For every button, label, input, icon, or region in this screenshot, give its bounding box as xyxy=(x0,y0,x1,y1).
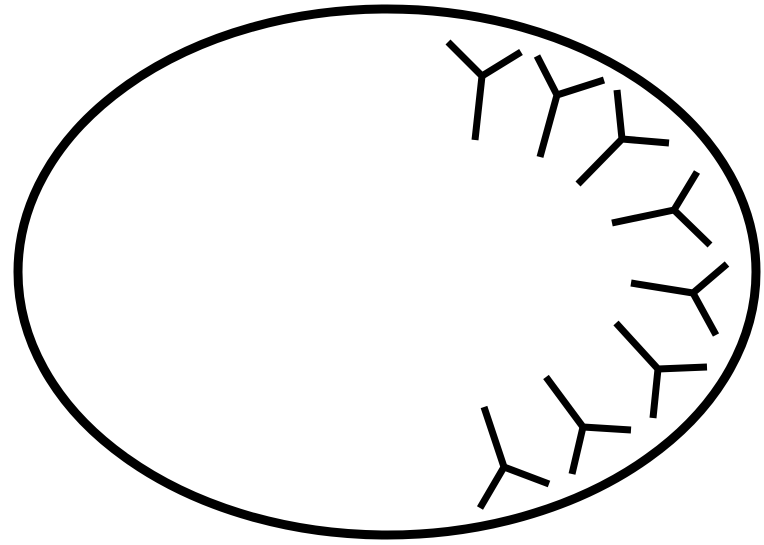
receptor-arm xyxy=(693,293,716,335)
receptor-arm xyxy=(583,427,631,430)
y-shaped-receptor-icon xyxy=(631,264,727,335)
receptor-arm xyxy=(693,264,727,293)
receptor-arm xyxy=(622,139,669,143)
y-shaped-receptor-icon xyxy=(546,377,631,474)
receptor-arm xyxy=(674,210,710,245)
y-shaped-receptor-icon xyxy=(578,90,669,184)
receptor-stem xyxy=(578,139,622,184)
receptor-arm xyxy=(504,467,549,484)
receptor-stem xyxy=(540,95,557,157)
receptor-arm xyxy=(557,80,604,95)
receptor-arm xyxy=(658,367,707,369)
receptor-arm xyxy=(653,369,658,418)
receptor-arm xyxy=(617,90,622,139)
y-shaped-receptor-icon xyxy=(612,172,710,245)
y-shaped-receptor-icon xyxy=(480,407,549,508)
y-shaped-receptor-icon xyxy=(448,42,521,140)
cell-membrane xyxy=(18,9,756,535)
receptor-arm xyxy=(448,42,482,76)
receptor-stem xyxy=(616,323,658,369)
receptor-stem xyxy=(475,76,482,140)
receptor-arm xyxy=(480,467,504,508)
receptor-stem xyxy=(484,407,504,467)
receptor-arm xyxy=(674,172,697,210)
y-shaped-receptor-icon xyxy=(537,56,604,157)
y-shaped-receptor-icon xyxy=(616,323,707,418)
receptor-arm xyxy=(572,427,583,474)
receptor-stem xyxy=(546,377,583,427)
receptor-arm xyxy=(482,52,521,76)
receptor-arm xyxy=(537,56,557,95)
receptor-stem xyxy=(631,283,693,293)
receptor-stem xyxy=(612,210,674,223)
